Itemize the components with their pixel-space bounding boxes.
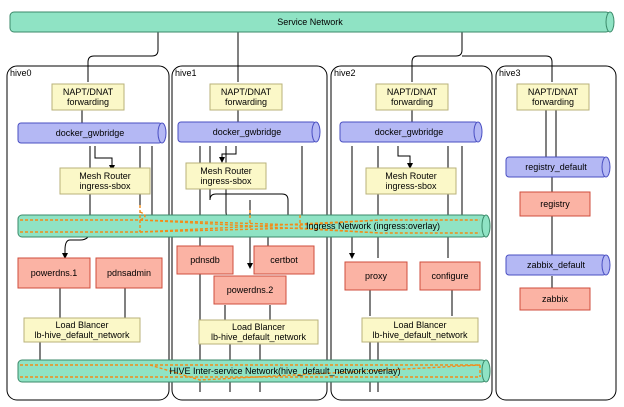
hive0-lb-box	[23, 317, 141, 343]
hive0-napt-box	[51, 83, 125, 111]
service-configure-box	[419, 261, 481, 291]
hive0-router-box	[59, 167, 151, 195]
hive2-gwbridge-tube	[339, 121, 483, 143]
service-pdnsdb-box	[176, 245, 234, 275]
hive0-gwbridge-tube	[17, 122, 167, 144]
hive2-router-box	[365, 167, 457, 195]
service-powerdns2-box	[213, 275, 287, 305]
hive3-registry-default-tube	[505, 156, 611, 178]
hive1-gwbridge-tube	[177, 121, 321, 143]
hive1-lb-box	[198, 319, 319, 345]
hive3-napt-box	[516, 83, 590, 111]
service-zabbix-box	[519, 287, 591, 311]
inter-service-network-tube	[17, 359, 491, 383]
hive2-napt-box	[375, 83, 449, 111]
hive2-lb-box	[361, 317, 479, 343]
service-network-tube	[9, 11, 615, 33]
hive1-napt-box	[209, 83, 283, 111]
service-proxy-box	[344, 261, 408, 291]
ingress-network-tube	[17, 214, 491, 238]
hive3-container	[495, 65, 617, 401]
service-certbot-box	[253, 245, 315, 275]
service-registry-box	[519, 191, 591, 217]
hive1-router-box	[185, 162, 267, 190]
hive3-zabbix-default-tube	[505, 254, 611, 276]
service-powerdns1-box	[17, 257, 91, 289]
service-pdnsadmin-box	[95, 257, 163, 289]
routing-mesh-paths	[20, 205, 481, 381]
